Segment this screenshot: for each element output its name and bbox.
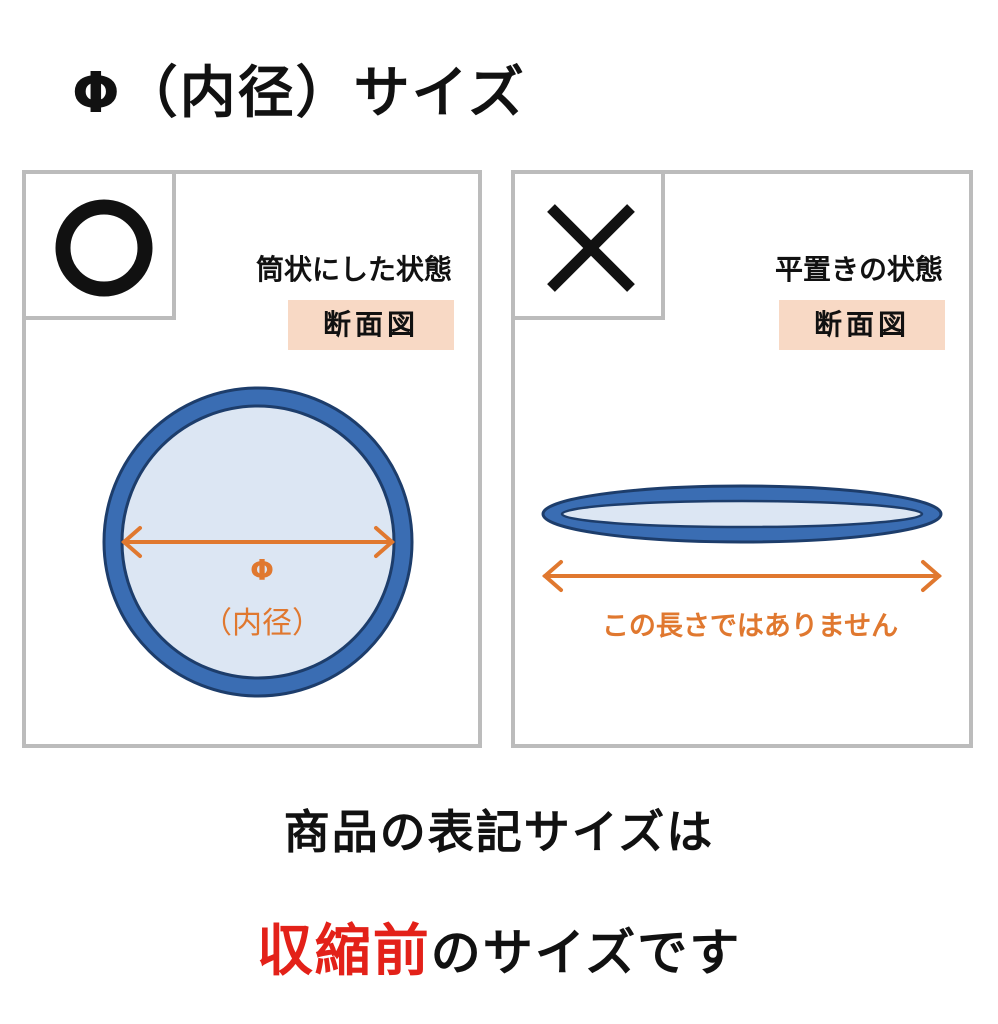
flat-cross-section-diagram [541,484,943,592]
tube-cross-section-diagram [102,386,414,698]
inner-diameter-label: （内径） [202,606,322,641]
flat-state-label: 平置きの状態 [774,253,943,286]
not-this-length-note: この長さではありません [601,611,899,642]
inner-diameter-arrow [120,526,396,558]
circle-correct-icon [55,199,153,297]
cross-wrong-icon [547,204,635,292]
correct-mark-box [22,170,176,320]
cross-section-tag: 断面図 [288,300,454,350]
flat-length-arrow [541,560,943,592]
incorrect-panel: 平置きの状態 断面図 この長さではありません [511,170,973,748]
before-shrink-emphasis: 収縮前 [256,919,431,984]
tube-state-label: 筒状にした状態 [255,253,452,286]
flat-inner-area [560,499,924,529]
page-title: Φ（内径）サイズ [72,61,526,126]
cross-section-tag: 断面図 [779,300,945,350]
size-note-line1: 商品の表記サイズは [283,805,715,859]
incorrect-mark-box [511,170,665,320]
size-note-line2: 収縮前のサイズです [0,906,998,987]
phi-symbol-label: Φ [250,554,274,587]
size-note-line2-rest: のサイズです [430,924,742,982]
correct-panel: 筒状にした状態 断面図 Φ （内径） [22,170,482,748]
